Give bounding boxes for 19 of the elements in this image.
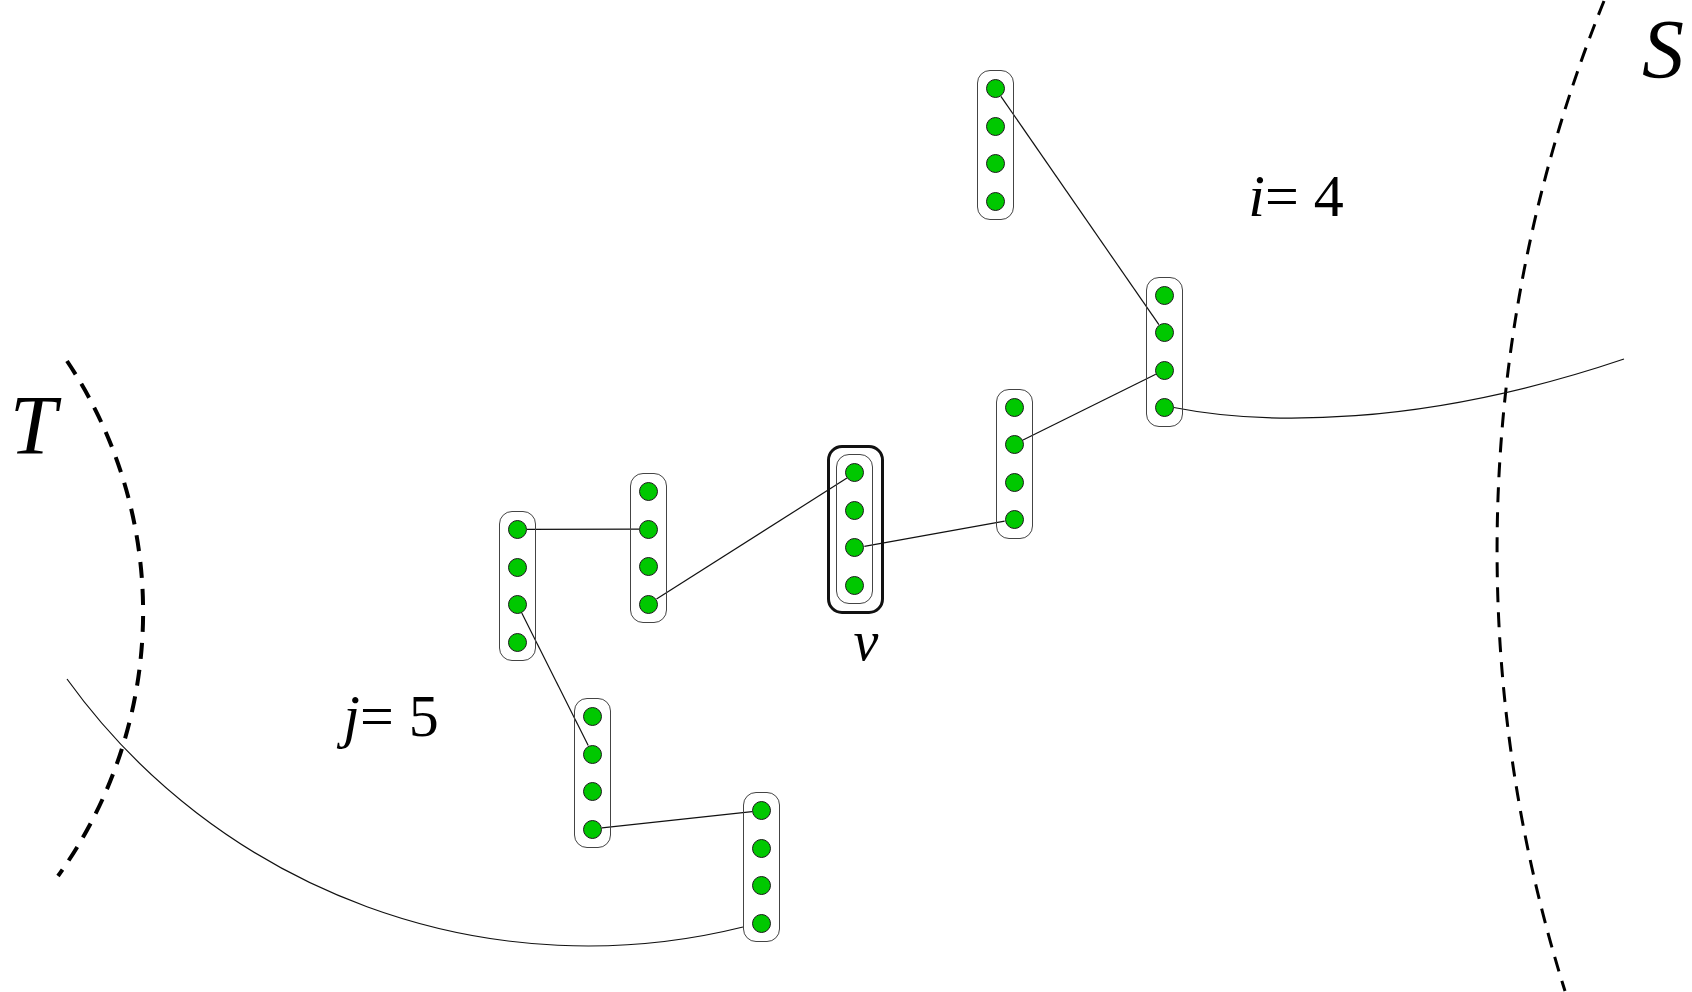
connector-line	[863, 520, 1006, 547]
curve-line	[66, 678, 744, 947]
rounded-container	[977, 70, 1014, 220]
rounded-container	[630, 473, 667, 623]
rounded-container	[574, 698, 611, 848]
set-label: T	[0, 371, 69, 481]
connector-line	[521, 612, 589, 747]
rounded-container	[743, 792, 780, 942]
highlighted-container	[826, 444, 884, 615]
set-label: S	[1641, 2, 1685, 99]
rounded-container	[995, 388, 1033, 539]
rounded-container	[836, 454, 874, 605]
index-label: j= 5	[334, 677, 448, 755]
index-label: i= 4	[1247, 162, 1345, 231]
curve-line	[1173, 358, 1625, 419]
connector-line	[526, 528, 640, 531]
rounded-container	[499, 511, 536, 661]
vertex-label: v	[852, 608, 880, 674]
rounded-container	[1145, 276, 1183, 427]
